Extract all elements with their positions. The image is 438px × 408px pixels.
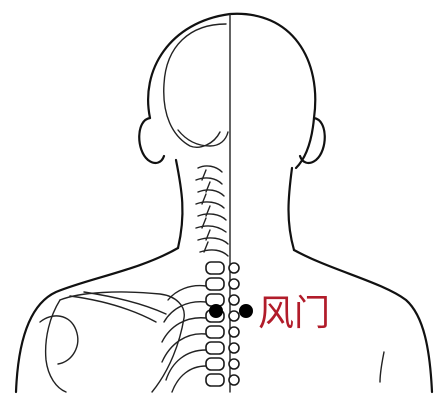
neck-right [289, 168, 295, 250]
scapula-spine [70, 292, 166, 322]
clavicle [46, 300, 66, 392]
acupoint-marker-left [209, 304, 223, 318]
cervical-vertebrae [196, 166, 228, 256]
right-back-line [380, 352, 384, 382]
neck-left [176, 160, 182, 248]
skull-outline [164, 24, 226, 147]
acupoint-label: 风门 [258, 293, 330, 334]
ribs [162, 286, 206, 392]
acupoint-marker-right [239, 304, 253, 318]
left-ear [139, 118, 164, 163]
head-outline [148, 14, 315, 168]
thoracic-vertebrae [206, 262, 224, 386]
